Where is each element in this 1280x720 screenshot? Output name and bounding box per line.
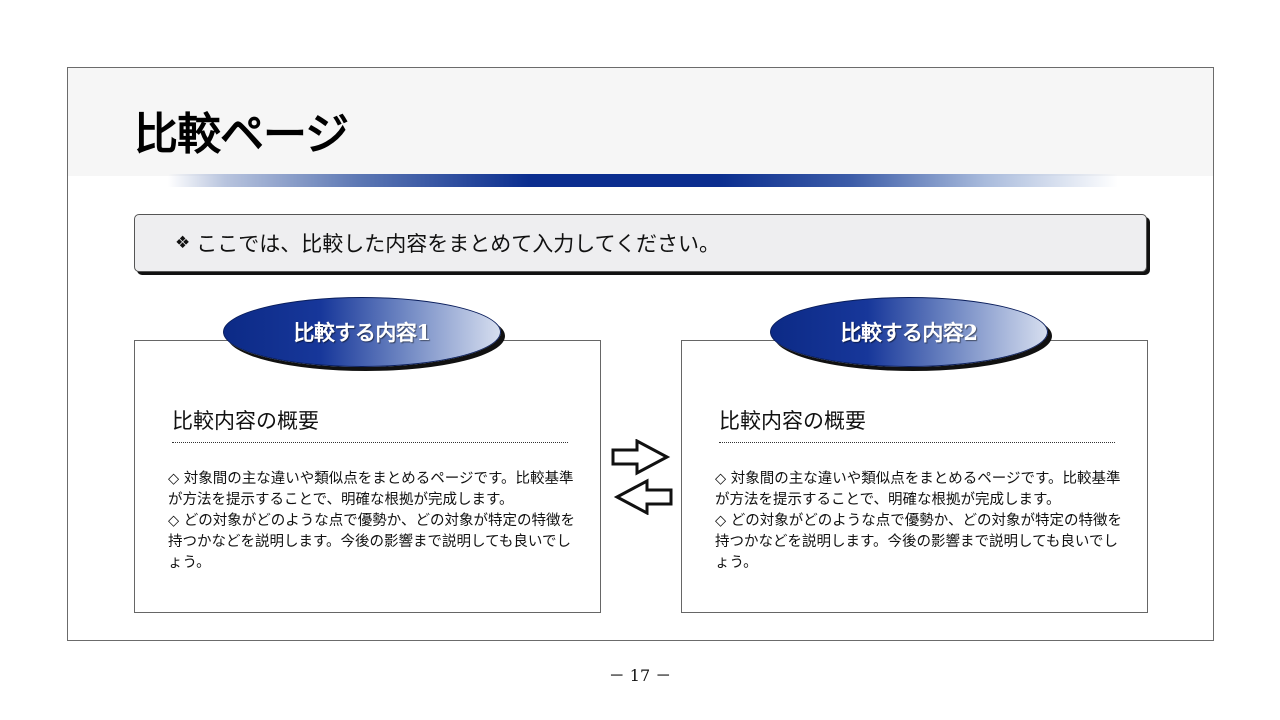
- exchange-arrows-icon: [611, 439, 673, 515]
- slide-frame: 比較ページ ❖ ここでは、比較した内容をまとめて入力してください。 比較内容の概…: [67, 67, 1214, 641]
- panel-paragraph: ◇ 対象間の主な違いや類似点をまとめるページです。比較基準が方法を提示することで…: [168, 471, 574, 508]
- panel-label-oval-1: 比較する内容1: [223, 297, 501, 367]
- panel-body: ◇ 対象間の主な違いや類似点をまとめるページです。比較基準が方法を提示することで…: [168, 469, 578, 574]
- panel-paragraph: ◇ 対象間の主な違いや類似点をまとめるページです。比較基準が方法を提示することで…: [715, 471, 1121, 508]
- comparison-panel-1: 比較内容の概要 ◇ 対象間の主な違いや類似点をまとめるページです。比較基準が方法…: [134, 340, 601, 613]
- title-gradient-rule: [168, 174, 1118, 187]
- panel-paragraph: ◇ どの対象がどのような点で優勢か、どの対象が特定の特徴を持つかなどを説明します…: [168, 513, 575, 571]
- header-band: [68, 68, 1213, 176]
- diamond-bullet-icon: ❖: [175, 233, 191, 253]
- comparison-panel-2: 比較内容の概要 ◇ 対象間の主な違いや類似点をまとめるページです。比較基準が方法…: [681, 340, 1148, 613]
- panel-paragraph: ◇ どの対象がどのような点で優勢か、どの対象が特定の特徴を持つかなどを説明します…: [715, 513, 1122, 571]
- page-title: 比較ページ: [134, 109, 349, 160]
- instruction-box: ❖ ここでは、比較した内容をまとめて入力してください。: [134, 214, 1147, 272]
- panel-body: ◇ 対象間の主な違いや類似点をまとめるページです。比較基準が方法を提示することで…: [715, 469, 1125, 574]
- instruction-text: ここでは、比較した内容をまとめて入力してください。: [196, 232, 720, 256]
- panel-heading: 比較内容の概要: [172, 405, 568, 443]
- panel-label-oval-2: 比較する内容2: [770, 297, 1048, 367]
- panel-heading: 比較内容の概要: [719, 405, 1115, 443]
- page-number: － 17 －: [608, 666, 672, 685]
